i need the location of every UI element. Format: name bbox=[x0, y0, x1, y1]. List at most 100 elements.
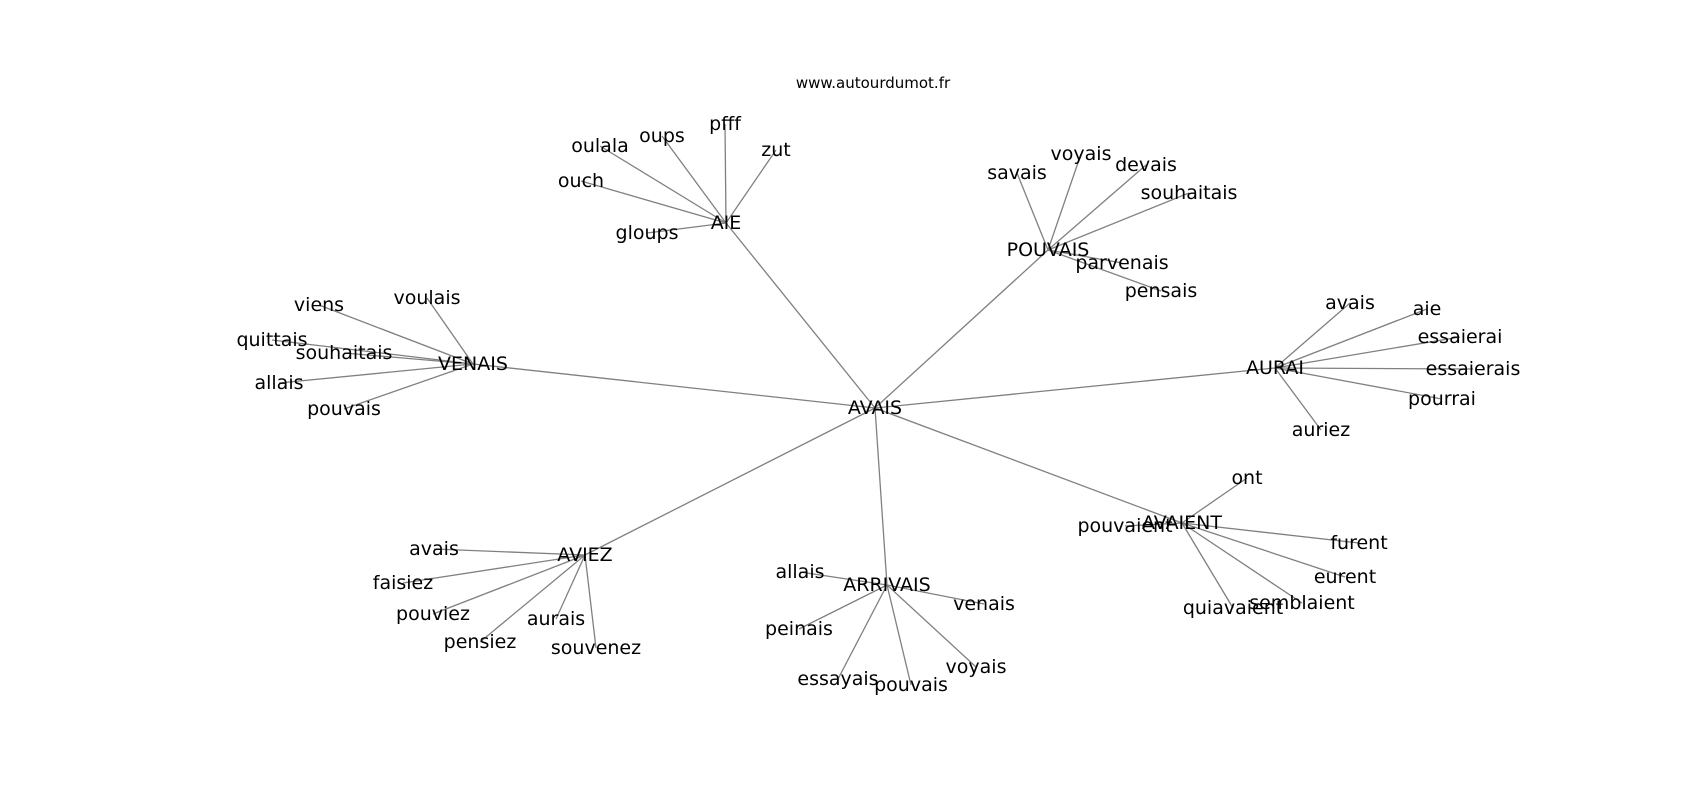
edge-avaient-semblaient bbox=[1181, 522, 1303, 604]
node-aviez-faisiez: faisiez bbox=[373, 572, 433, 594]
edge-avaient-quiavaient bbox=[1181, 522, 1234, 609]
edge-aviez-avais bbox=[433, 548, 586, 556]
edge-arrivais-pouvais bbox=[886, 584, 912, 686]
edge-avaient-pouvaient bbox=[1124, 522, 1183, 527]
edge-pouvais-voyais bbox=[1047, 153, 1082, 251]
node-venais: VENAIS bbox=[438, 353, 508, 375]
site-url: www.autourdumot.fr bbox=[796, 74, 951, 92]
node-arrivais-voyais: voyais bbox=[946, 656, 1007, 678]
node-aviez-souvenez: souvenez bbox=[551, 637, 641, 659]
edge-pouvais-devais bbox=[1047, 164, 1147, 251]
node-avaient-ont: ont bbox=[1231, 467, 1262, 489]
node-aurai-auriez: auriez bbox=[1292, 419, 1350, 441]
edge-pouvais-parvenais bbox=[1047, 249, 1123, 264]
node-aviez: AVIEZ bbox=[557, 544, 612, 566]
node-aie-oulala: oulala bbox=[571, 135, 629, 157]
node-arrivais-essayais: essayais bbox=[797, 668, 878, 690]
graph-edges bbox=[271, 123, 1474, 686]
edge-arrivais-essayais bbox=[837, 584, 888, 680]
edge-aie-oups bbox=[661, 135, 727, 224]
node-aviez-avais: avais bbox=[409, 538, 459, 560]
node-pouvais-voyais: voyais bbox=[1051, 143, 1112, 165]
node-arrivais-peinais: peinais bbox=[765, 618, 833, 640]
edge-pouvais-pensais bbox=[1047, 249, 1162, 292]
edge-venais-souhaitais bbox=[343, 352, 474, 365]
edge-aurai-pourrai bbox=[1274, 367, 1443, 400]
node-venais-allais: allais bbox=[254, 372, 303, 394]
node-aviez-pensiez: pensiez bbox=[444, 631, 517, 653]
edge-arrivais-venais bbox=[886, 584, 985, 605]
edge-avais-arrivais bbox=[874, 407, 888, 586]
node-aie-pfff: pfff bbox=[709, 113, 742, 135]
edge-avais-pouvais bbox=[874, 249, 1049, 409]
node-pouvais-parvenais: parvenais bbox=[1075, 252, 1168, 274]
edge-aie-pfff bbox=[724, 123, 727, 224]
node-avaient-furent: furent bbox=[1330, 532, 1387, 554]
node-pouvais-devais: devais bbox=[1115, 154, 1177, 176]
node-pouvais-savais: savais bbox=[987, 162, 1047, 184]
edge-aviez-pensiez bbox=[479, 554, 586, 643]
node-venais-quittais: quittais bbox=[236, 329, 307, 351]
node-avaient-quiavaient: quiavaient bbox=[1183, 597, 1283, 619]
node-venais-pouvais: pouvais bbox=[307, 398, 381, 420]
node-aviez-aurais: aurais bbox=[527, 608, 585, 630]
node-aie-zut: zut bbox=[761, 139, 790, 161]
edge-aie-zut bbox=[725, 149, 777, 224]
edge-pouvais-savais bbox=[1016, 172, 1049, 251]
edge-avais-aie bbox=[725, 222, 876, 409]
node-pouvais: POUVAIS bbox=[1007, 239, 1090, 261]
edge-avaient-furent bbox=[1181, 522, 1360, 544]
edge-aviez-faisiez bbox=[402, 554, 586, 584]
edge-venais-voulais bbox=[426, 297, 474, 365]
node-avaient-semblaient: semblaient bbox=[1249, 592, 1355, 614]
edge-venais-viens bbox=[318, 304, 474, 365]
edge-arrivais-peinais bbox=[798, 584, 888, 630]
node-venais-souhaitais: souhaitais bbox=[296, 342, 393, 364]
node-venais-voulais: voulais bbox=[393, 287, 460, 309]
node-aviez-pouviez: pouviez bbox=[396, 603, 470, 625]
node-avaient-pouvaient: pouvaient bbox=[1077, 515, 1172, 537]
node-avaient-eurent: eurent bbox=[1314, 566, 1376, 588]
edge-aurai-auriez bbox=[1274, 367, 1322, 431]
node-aie-oups: oups bbox=[639, 125, 685, 147]
edge-avaient-ont bbox=[1181, 477, 1248, 524]
node-pouvais-pensais: pensais bbox=[1125, 280, 1198, 302]
edge-arrivais-voyais bbox=[886, 584, 977, 668]
edge-avais-avaient bbox=[874, 407, 1183, 524]
edge-aurai-aie bbox=[1274, 308, 1428, 369]
node-arrivais-allais: allais bbox=[775, 561, 824, 583]
edge-aviez-aurais bbox=[555, 554, 586, 620]
edge-venais-pouvais bbox=[343, 363, 474, 410]
node-aurai-essaierais: essaierais bbox=[1426, 358, 1521, 380]
node-aurai-aie: aie bbox=[1413, 298, 1442, 320]
node-avais: AVAIS bbox=[848, 397, 902, 419]
node-aurai-essaierai: essaierai bbox=[1418, 326, 1503, 348]
edge-aie-gloups bbox=[646, 222, 727, 234]
node-aurai: AURAI bbox=[1246, 357, 1304, 379]
node-arrivais-venais: venais bbox=[953, 593, 1015, 615]
edge-arrivais-allais bbox=[799, 571, 888, 586]
node-aie-ouch: ouch bbox=[558, 170, 604, 192]
edge-pouvais-souhaitais bbox=[1047, 192, 1190, 251]
edge-venais-quittais bbox=[271, 339, 474, 365]
edge-aviez-souvenez bbox=[584, 554, 597, 649]
node-venais-viens: viens bbox=[294, 294, 344, 316]
node-aie-gloups: gloups bbox=[616, 222, 679, 244]
edge-aviez-pouviez bbox=[432, 554, 586, 615]
edge-aie-ouch bbox=[580, 180, 727, 224]
node-avaient: AVAIENT bbox=[1142, 512, 1222, 534]
node-arrivais-pouvais: pouvais bbox=[874, 674, 948, 696]
edge-aie-oulala bbox=[599, 145, 727, 224]
edge-aurai-essaierais bbox=[1274, 367, 1474, 370]
node-aie: AIE bbox=[711, 212, 742, 234]
edge-aurai-essaierai bbox=[1274, 336, 1461, 369]
node-aurai-avais: avais bbox=[1325, 292, 1375, 314]
edge-aurai-avais bbox=[1274, 302, 1351, 369]
node-pouvais-souhaitais: souhaitais bbox=[1141, 182, 1238, 204]
edge-avais-aviez bbox=[584, 407, 876, 556]
edge-venais-allais bbox=[278, 363, 474, 384]
edge-avais-venais bbox=[472, 363, 876, 409]
edge-avaient-eurent bbox=[1181, 522, 1346, 578]
